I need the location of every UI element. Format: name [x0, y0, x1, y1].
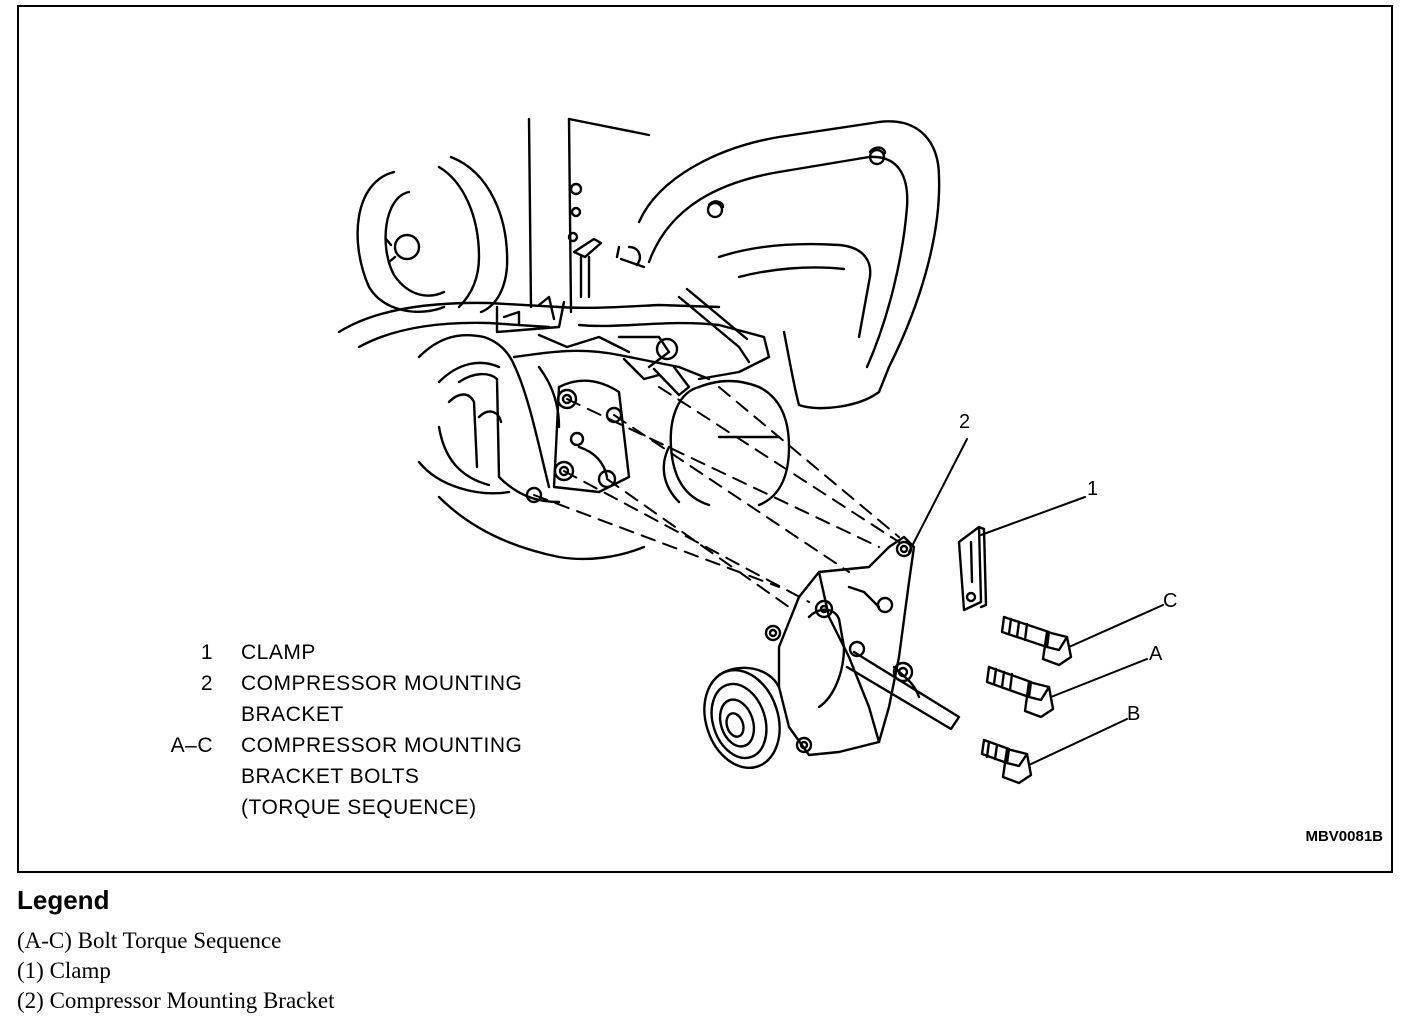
engine-block-drawing: [527, 117, 651, 314]
diagram-key-row: 2 COMPRESSOR MOUNTING: [169, 668, 522, 699]
diagram-key-text: CLAMP: [241, 641, 316, 664]
diagram-key-label: [169, 699, 241, 730]
engine-bracket-illustration: [337, 117, 1164, 785]
alignment-lines: [533, 386, 900, 608]
compressor-mounting-bracket-drawing: [764, 535, 961, 757]
legend-title: Legend: [17, 885, 110, 915]
crank-pulley-drawing: [356, 155, 509, 314]
legend: Legend (A-C) Bolt Torque Sequence (1) Cl…: [17, 884, 334, 1016]
engine-mount-bosses: [525, 379, 631, 504]
legend-item: (1) Clamp: [17, 958, 111, 983]
callout-c: C: [1163, 590, 1178, 612]
diagram-key-row: A–C COMPRESSOR MOUNTING: [169, 730, 522, 761]
diagram-key-text: (TORQUE SEQUENCE): [241, 796, 477, 819]
diagram-key-label: [169, 761, 241, 792]
diagram-frame: 2 1 C A B 1 CLAMP 2 COMPRESSOR MOUNTING …: [17, 5, 1393, 873]
bolt-b-drawing: [980, 738, 1033, 785]
upper-mount-drawing: [337, 287, 771, 397]
diagram-key-row: BRACKET: [169, 699, 522, 730]
idler-pulley-drawing: [703, 666, 781, 770]
legend-item: (A-C) Bolt Torque Sequence: [17, 928, 282, 953]
callout-a: A: [1149, 643, 1163, 665]
diagram-key: 1 CLAMP 2 COMPRESSOR MOUNTING BRACKET A–…: [169, 637, 522, 823]
lower-engine-drawing: [417, 334, 646, 561]
diagram-key-text: BRACKET: [241, 703, 344, 726]
diagram-key-label: 1: [200, 641, 213, 664]
compressor-body-drawing: [662, 379, 791, 507]
diagram-key-row: (TORQUE SEQUENCE): [169, 792, 522, 823]
diagram-key-text: COMPRESSOR MOUNTING: [241, 672, 523, 695]
diagram-key-text: COMPRESSOR MOUNTING: [241, 734, 523, 757]
legend-item: (2) Compressor Mounting Bracket: [17, 988, 335, 1013]
callout-leaders: [908, 438, 1164, 766]
diagram-key-label: A–C: [170, 734, 213, 757]
drawing-code: MBV0081B: [1305, 828, 1383, 845]
diagram-key-label: 2: [200, 672, 213, 695]
bolt-c-drawing: [1000, 615, 1073, 667]
clamp-drawing: [957, 525, 988, 612]
callout-1: 1: [1087, 478, 1099, 500]
bolt-a-drawing: [985, 665, 1055, 719]
diagram-key-row: BRACKET BOLTS: [169, 761, 522, 792]
timing-cover-drawing: [637, 120, 941, 410]
diagram-key-row: 1 CLAMP: [169, 637, 522, 668]
callout-b: B: [1127, 703, 1141, 725]
diagram-key-label: [169, 792, 241, 823]
callout-2: 2: [959, 411, 971, 433]
diagram-key-text: BRACKET BOLTS: [241, 765, 420, 788]
